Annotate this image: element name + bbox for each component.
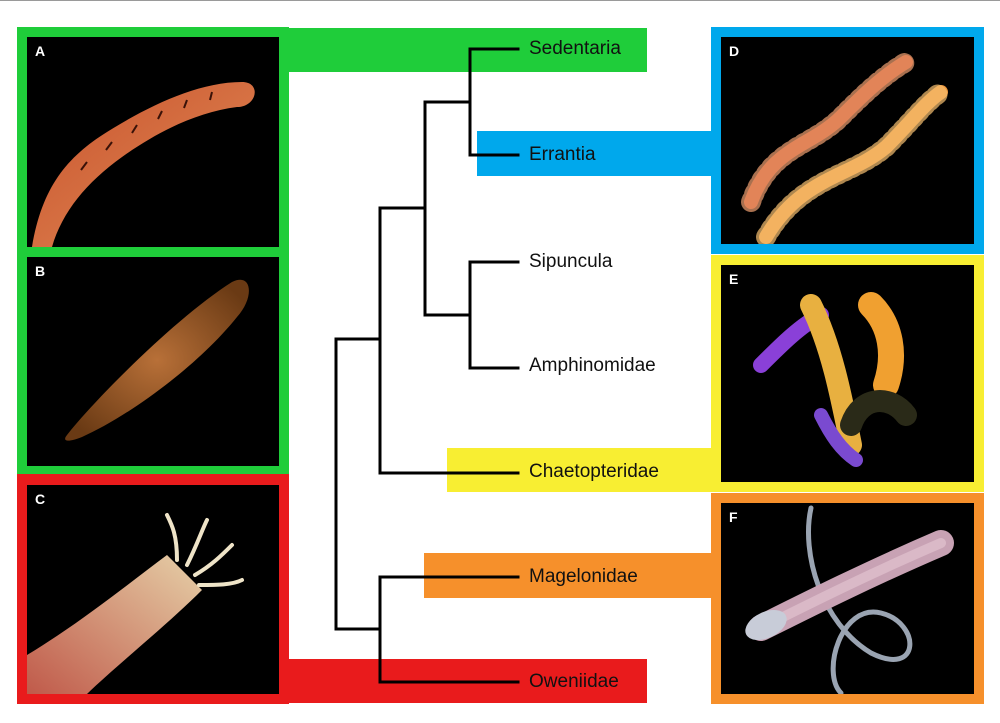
- taxon-magelonidae: Magelonidae: [529, 566, 638, 587]
- taxon-chaetopteridae: Chaetopteridae: [529, 461, 659, 482]
- taxon-oweniidae: Oweniidae: [529, 671, 619, 692]
- taxon-sipuncula: Sipuncula: [529, 251, 613, 272]
- branch-chaetopteridae: [378, 206, 520, 475]
- taxon-amphinomidae: Amphinomidae: [529, 355, 656, 376]
- photo-e: E: [721, 265, 974, 482]
- panel-label: A: [35, 43, 46, 59]
- panel-label: B: [35, 263, 46, 279]
- bristle-worms-image: [741, 52, 951, 244]
- photo-c: C: [27, 485, 279, 694]
- panel-label: C: [35, 491, 46, 507]
- branch-magelonidae-oweniidae: [378, 575, 520, 684]
- looped-worm-image: [745, 505, 954, 694]
- branch-inner-clade: [423, 100, 472, 317]
- panel-label: F: [729, 509, 738, 525]
- flatworm-image: [65, 279, 249, 441]
- sedentaria-band: [283, 28, 647, 72]
- tube-worm-image: [27, 513, 244, 694]
- photo-f: F: [721, 503, 974, 694]
- branch-root: [334, 337, 382, 631]
- photo-a: A: [27, 37, 279, 247]
- photo-d: D: [721, 37, 974, 244]
- panel-label: D: [729, 43, 740, 59]
- chaetopteridae-band: [447, 448, 717, 492]
- fan-worm-image: [753, 292, 917, 467]
- photo-b: B: [27, 257, 279, 466]
- taxon-sedentaria: Sedentaria: [529, 38, 621, 59]
- branch-sipuncula-amphinomidae: [468, 260, 520, 370]
- segmented-worm-image: [32, 82, 255, 247]
- top-rule: [0, 0, 1000, 1]
- branch-sedentaria-errantia: [468, 47, 520, 157]
- panel-label: E: [729, 271, 739, 287]
- taxon-errantia: Errantia: [529, 144, 596, 165]
